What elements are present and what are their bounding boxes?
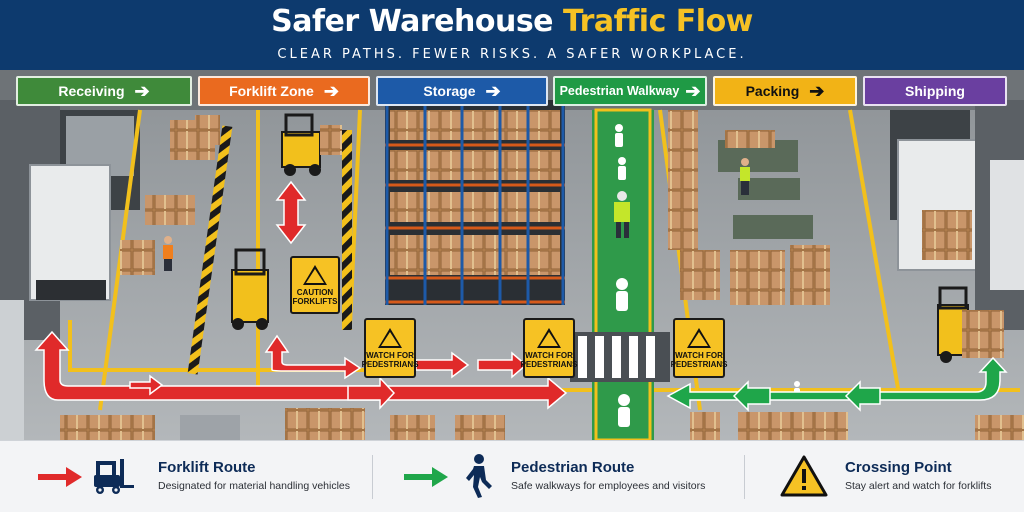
arrow-right-icon: ➔ — [134, 81, 150, 101]
watch-for-pedestrians-sign-2: WATCH FOR PEDESTRIANS — [520, 318, 578, 378]
walkway-worker — [614, 191, 630, 238]
legend-crossing-desc: Stay alert and watch for forklifts — [845, 480, 992, 492]
forklift-upper — [281, 113, 342, 176]
warehouse-floor-graphic — [0, 70, 1024, 440]
zone-tab-forklift-zone[interactable]: Forklift Zone ➔ — [198, 76, 370, 106]
legend-forklift-desc: Designated for material handling vehicle… — [158, 480, 351, 492]
walking-person-icon — [466, 454, 492, 498]
caution-sign-text: CAUTION FORKLIFTS — [292, 287, 338, 306]
page-subtitle: CLEAR PATHS. FEWER RISKS. A SAFER WORKPL… — [277, 47, 747, 62]
pedestrian-route-arrows — [666, 356, 1008, 412]
warning-triangle-icon — [780, 455, 828, 497]
warning-triangle-icon — [378, 327, 402, 348]
zone-label-receiving: Receiving — [58, 83, 125, 99]
legend-pedestrian-title: Pedestrian Route — [511, 459, 635, 476]
legend-pedestrian-desc: Safe walkways for employees and visitors — [511, 480, 706, 492]
page-title: Safer Warehouse Traffic Flow — [0, 4, 1024, 39]
watch-for-pedestrians-sign-1: WATCH FOR PEDESTRIANS — [361, 318, 419, 378]
warehouse-floor-illustration — [0, 70, 1024, 440]
zone-tab-storage[interactable]: Storage ➔ — [376, 76, 548, 106]
zone-tab-packing[interactable]: Packing ➔ — [713, 76, 857, 106]
watch-for-pedestrians-sign-3: WATCH FOR PEDESTRIANS — [670, 318, 728, 378]
legend-forklift-route: Forklift Route Designated for material h… — [0, 441, 370, 512]
header-banner: Safer Warehouse Traffic Flow CLEAR PATHS… — [0, 0, 1024, 70]
arrow-right-icon: ➔ — [809, 81, 825, 101]
caution-forklifts-sign: CAUTION FORKLIFTS — [290, 256, 340, 314]
legend-crossing-title: Crossing Point — [845, 459, 952, 476]
watch-sign-text-2: WATCH FOR PEDESTRIANS — [520, 350, 578, 369]
arrow-right-icon: ➔ — [323, 81, 339, 101]
warning-triangle-icon — [537, 327, 561, 348]
forklift-icon — [94, 459, 134, 494]
zone-tab-shipping[interactable]: Shipping — [863, 76, 1007, 106]
legend-pedestrian-route: Pedestrian Route Safe walkways for emplo… — [374, 441, 744, 512]
arrow-right-icon: ➔ — [485, 81, 501, 101]
legend-bar: Forklift Route Designated for material h… — [0, 440, 1024, 512]
zone-label-storage: Storage — [423, 83, 476, 99]
warning-triangle-icon — [303, 264, 327, 285]
title-part-1: Safer Warehouse — [271, 4, 563, 39]
watch-sign-text-3: WATCH FOR PEDESTRIANS — [670, 350, 728, 369]
zone-tab-pedestrian-walkway[interactable]: Pedestrian Walkway ➔ — [553, 76, 707, 106]
red-arrow-icon — [38, 467, 82, 487]
zone-label-pedestrian-walkway: Pedestrian Walkway — [559, 84, 680, 98]
zone-label-packing: Packing — [745, 83, 800, 99]
green-arrow-icon — [404, 467, 448, 487]
arrow-right-icon: ➔ — [685, 81, 701, 101]
zone-tab-receiving[interactable]: Receiving ➔ — [16, 76, 192, 106]
forklift-right — [937, 286, 1004, 363]
forklift-route-arrows — [34, 180, 568, 410]
forklift-middle — [231, 248, 269, 330]
legend-divider — [372, 455, 373, 499]
legend-forklift-title: Forklift Route — [158, 459, 256, 476]
legend-crossing-point: Crossing Point Stay alert and watch for … — [746, 441, 1024, 512]
warning-triangle-icon — [687, 327, 711, 348]
watch-sign-text-1: WATCH FOR PEDESTRIANS — [361, 350, 419, 369]
zone-label-shipping: Shipping — [905, 83, 965, 99]
zone-label-forklift-zone: Forklift Zone — [229, 83, 314, 99]
title-part-2: Traffic Flow — [562, 4, 753, 39]
legend-divider — [744, 455, 745, 499]
